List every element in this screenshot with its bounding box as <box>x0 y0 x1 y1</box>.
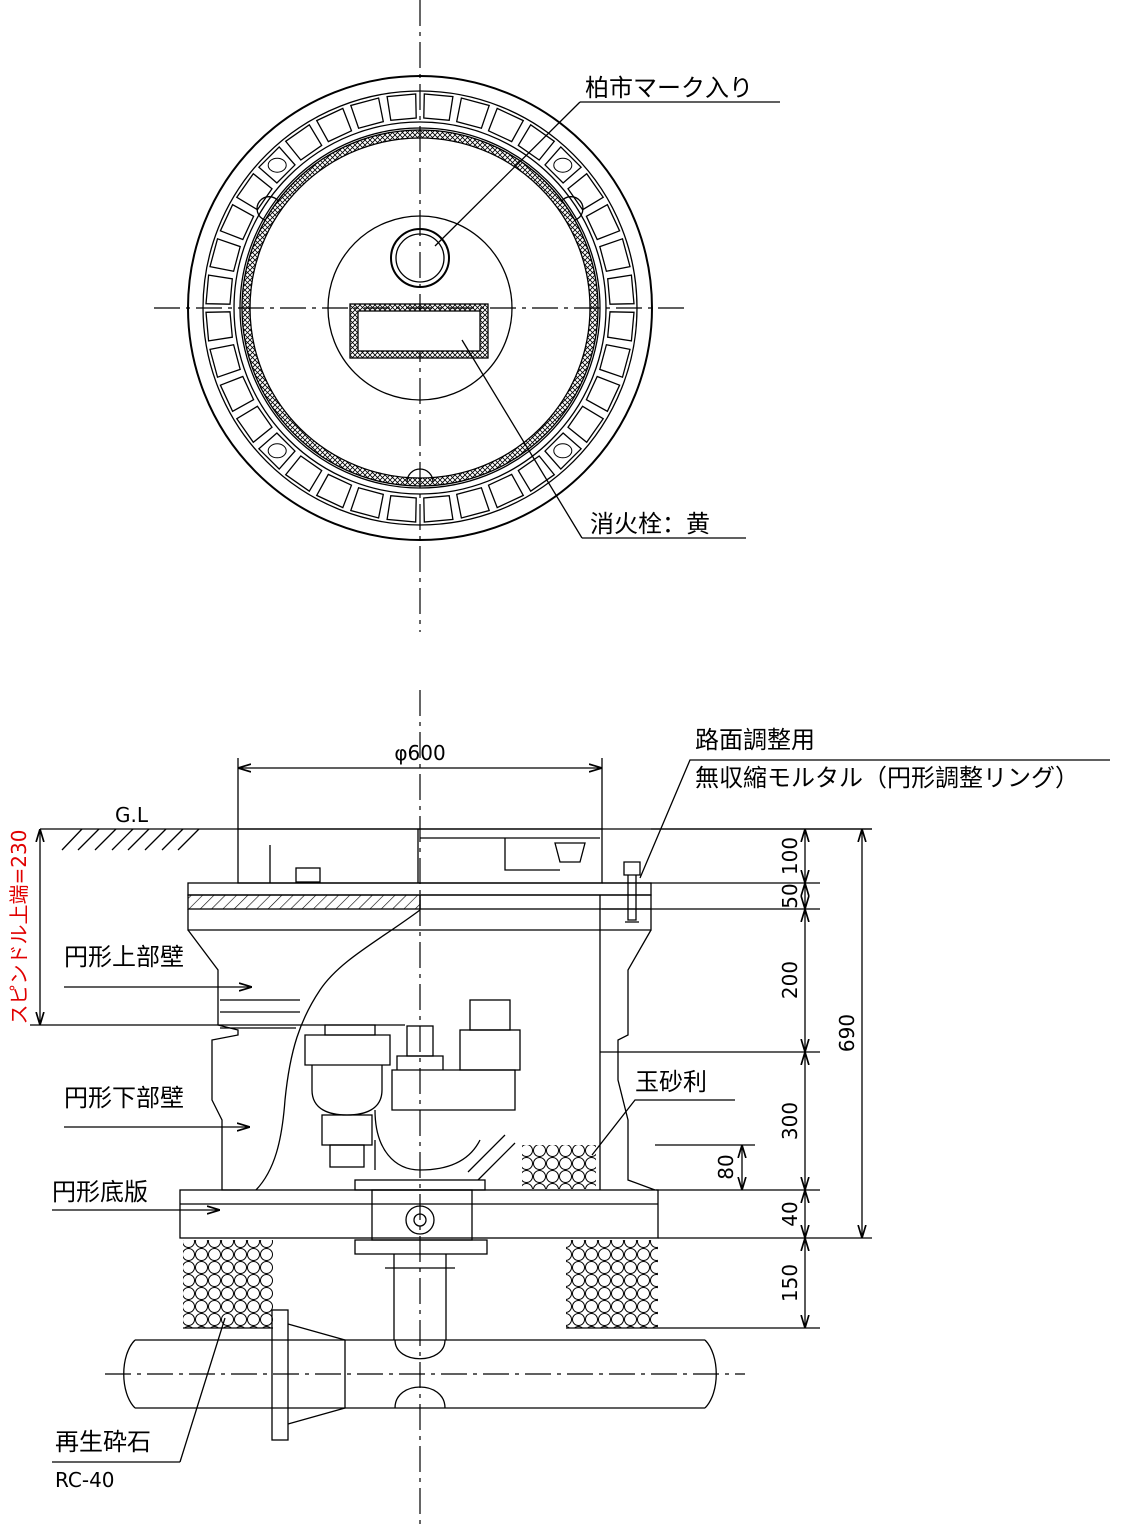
frame-slot <box>567 172 605 211</box>
adjustment-ring-hatch <box>187 894 421 910</box>
base-slab-label: 円形底版 <box>52 1178 148 1206</box>
crushed-stone-fill-right <box>566 1240 658 1328</box>
frame-slot <box>209 237 241 273</box>
air-valve <box>304 1024 391 1168</box>
crushed-stone-label: 再生砕石 <box>55 1428 151 1456</box>
frame-slot <box>205 274 234 305</box>
dim-40: 40 <box>778 1201 802 1226</box>
frame-slot <box>423 93 454 122</box>
frame-slot <box>455 97 491 129</box>
frame-slot <box>315 473 353 509</box>
dim-150: 150 <box>778 1264 802 1302</box>
frame-slot <box>606 274 635 305</box>
frame-slot <box>585 203 621 241</box>
frame-slot <box>423 494 454 523</box>
frame-slot <box>599 237 631 273</box>
frame-bolt-hole <box>267 157 287 173</box>
gravel-label: 玉砂利 <box>635 1068 707 1096</box>
city-mark-circle <box>390 228 450 288</box>
upper-wall-label: 円形上部壁 <box>64 943 184 971</box>
frame-slot <box>544 432 583 471</box>
city-mark-label: 柏市マーク入り <box>585 74 753 102</box>
frame-slot <box>606 311 635 342</box>
frame-slot <box>284 123 323 161</box>
frame-slot <box>567 405 605 444</box>
dim-80: 80 <box>714 1154 738 1179</box>
spindle-label: スピンドル上端=230 <box>7 830 31 1025</box>
dimension-chain: 100 50 200 300 80 40 150 690 <box>600 828 872 1329</box>
frame-slot <box>315 107 353 143</box>
dim-690: 690 <box>835 1014 859 1052</box>
lift-notch <box>256 196 280 221</box>
frame-bolt-hole <box>553 443 573 459</box>
plan-view: 柏市マーク入り 消火栓：黄 <box>154 0 780 632</box>
section-view: G.L φ600 <box>7 690 1110 1530</box>
frame-slot <box>235 172 273 211</box>
gate-valve <box>354 1179 488 1340</box>
cover-gasket-ring <box>242 130 598 486</box>
frame-slot <box>349 97 385 129</box>
frame-slot <box>517 455 556 493</box>
gravel-fill <box>522 1145 596 1189</box>
hydrant-body <box>374 999 521 1181</box>
gl-label: G.L <box>115 803 149 827</box>
main-pipe <box>105 1309 745 1441</box>
diameter-label: φ600 <box>394 741 445 765</box>
road-adjust-label-1: 路面調整用 <box>695 726 815 754</box>
dim-300: 300 <box>778 1102 802 1140</box>
frame-slot <box>487 473 525 509</box>
frame-slot <box>585 375 621 413</box>
frame-slot <box>386 494 417 523</box>
frame-slot <box>544 145 583 184</box>
crushed-stone-spec: RC-40 <box>55 1468 115 1492</box>
frame-slot <box>284 455 323 493</box>
lower-wall-label: 円形下部壁 <box>64 1084 184 1112</box>
crushed-stone-fill-left <box>183 1240 273 1328</box>
frame-slot <box>209 343 241 379</box>
frame-slot <box>455 487 491 519</box>
frame-slot <box>235 405 273 444</box>
frame-bolt-hole <box>267 443 287 459</box>
lift-notch <box>560 196 584 221</box>
center-disc <box>327 215 513 401</box>
frame-bolt-hole <box>553 157 573 173</box>
frame-slot <box>386 93 417 122</box>
dim-100: 100 <box>778 837 802 875</box>
frame-slot <box>257 145 296 184</box>
frame-slot <box>349 487 385 519</box>
ground-hatch <box>61 828 200 851</box>
frame-slot <box>219 375 255 413</box>
frame-slot <box>487 107 525 143</box>
lift-notch <box>406 468 434 483</box>
frame-slot <box>219 203 255 241</box>
dim-50: 50 <box>778 883 802 908</box>
frame-slot <box>257 432 296 471</box>
frame-slot <box>205 311 234 342</box>
frame-slot <box>599 343 631 379</box>
hydrant-plate-label: 消火栓：黄 <box>590 510 710 538</box>
frame-slot-ring <box>205 93 635 523</box>
frame-slot <box>517 123 556 161</box>
road-adjust-label-2: 無収縮モルタル（円形調整リング） <box>695 764 1079 792</box>
frame-outer-circle <box>187 75 653 541</box>
dim-200: 200 <box>778 961 802 999</box>
